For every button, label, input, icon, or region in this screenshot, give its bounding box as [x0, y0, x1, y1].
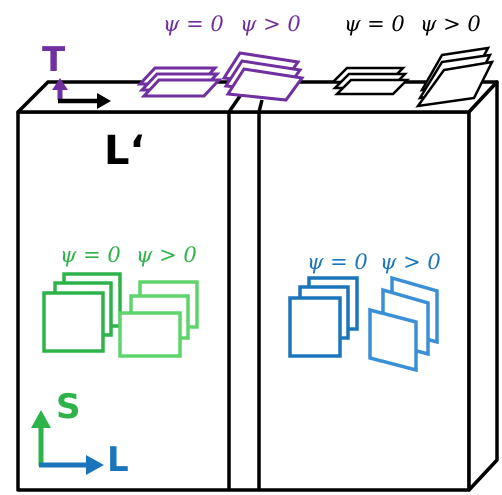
top-purple-stack-left	[136, 66, 223, 98]
green-stack-right	[118, 280, 199, 358]
axis-label-l: L	[107, 440, 129, 480]
label-green-left: ψ = 0	[60, 243, 121, 267]
axis-label-lprime: L‘	[104, 128, 145, 174]
green-stack-left	[42, 272, 122, 353]
bottom-axis: S L	[31, 387, 129, 480]
axis-label-s: S	[56, 387, 81, 427]
top-black-stack-right	[415, 46, 495, 108]
axis-l-arrow-head	[86, 455, 104, 475]
top-axis: T L‘	[42, 40, 145, 174]
label-blue-right: ψ > 0	[380, 250, 441, 274]
axis-s-arrow-head	[31, 410, 51, 428]
blue-stack-left	[288, 276, 359, 358]
axis-label-t: T	[42, 40, 66, 80]
top-black-stack-left	[329, 66, 411, 96]
axis-t-arrow-head	[52, 78, 68, 90]
right-face	[467, 80, 499, 492]
seam-top-left	[227, 95, 242, 113]
blue-stack-right	[368, 275, 439, 373]
label-blue-left: ψ = 0	[307, 250, 368, 274]
label-top-black-left: ψ = 0	[344, 12, 405, 36]
label-green-right: ψ > 0	[136, 243, 197, 267]
label-top-purple-right: ψ > 0	[240, 12, 301, 36]
label-top-purple-left: ψ = 0	[163, 12, 224, 36]
top-purple-stack-right	[221, 51, 305, 102]
seam-top-right	[257, 99, 264, 113]
label-top-black-right: ψ > 0	[420, 12, 481, 36]
axis-lprime-arrow-head	[97, 93, 111, 109]
